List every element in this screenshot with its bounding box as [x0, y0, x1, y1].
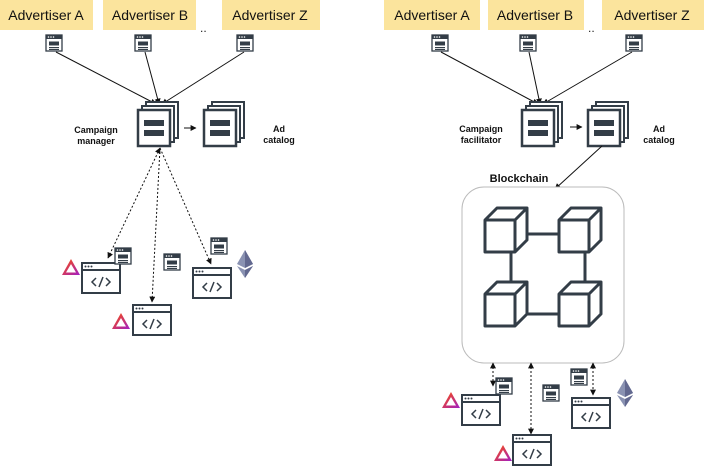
dotted-link-manager-client-3 — [159, 147, 212, 265]
advertiser-a-label: Advertiser A — [8, 7, 84, 23]
ad-catalog-label-line2-right: catalog — [643, 135, 675, 145]
ad-window-icon — [570, 368, 588, 386]
arrow-advertiser-b-to-manager — [144, 51, 161, 105]
blockchain-title: Blockchain — [490, 173, 549, 185]
ad-window-icon — [210, 237, 228, 255]
ad-window-icon — [519, 34, 537, 52]
code-window-icon — [571, 397, 611, 429]
advertiser-b-box-right: Advertiser B — [488, 0, 584, 30]
code-window-icon — [81, 262, 121, 294]
advertiser-z-label: Advertiser Z — [232, 7, 308, 23]
arrow-advertiser-z-to-facilitator — [542, 51, 633, 105]
document-stack-icon — [520, 100, 564, 148]
advertiser-z-box-right: Advertiser Z — [602, 0, 704, 30]
advertiser-b-label: Advertiser B — [112, 7, 188, 23]
campaign-manager-label-line2: manager — [77, 136, 115, 146]
advertiser-z-label-right: Advertiser Z — [614, 7, 690, 23]
document-stack-icon — [202, 100, 246, 148]
arrow-advertiser-a-to-facilitator — [440, 51, 539, 105]
document-stack-icon — [136, 100, 180, 148]
advertiser-a-box-right: Advertiser A — [384, 0, 480, 30]
brave-icon — [494, 445, 512, 461]
ad-window-icon — [45, 34, 63, 52]
advertiser-b-box: Advertiser B — [103, 0, 196, 30]
advertiser-a-box: Advertiser A — [0, 0, 93, 30]
ad-window-icon — [163, 253, 181, 271]
ethereum-icon — [617, 379, 633, 407]
ad-catalog-label-line1-right: Ad — [653, 124, 665, 134]
brave-icon — [112, 313, 130, 329]
ad-window-icon — [236, 34, 254, 52]
ad-window-icon — [431, 34, 449, 52]
advertiser-ellipsis-right: .. — [588, 21, 595, 35]
brave-icon — [442, 392, 460, 408]
advertiser-ellipsis: .. — [200, 21, 207, 35]
ad-window-icon — [114, 247, 132, 265]
ethereum-icon — [237, 250, 253, 278]
advertiser-z-box: Advertiser Z — [222, 0, 320, 30]
ad-window-icon — [495, 377, 513, 395]
blockchain-box — [461, 186, 625, 364]
document-stack-icon — [586, 100, 630, 148]
ad-window-icon — [134, 34, 152, 52]
ad-catalog-label-line2: catalog — [263, 135, 295, 145]
campaign-facilitator-label-line2: facilitator — [461, 135, 502, 145]
code-window-icon — [192, 267, 232, 299]
brave-icon — [62, 259, 80, 275]
campaign-facilitator-label-line1: Campaign — [459, 124, 503, 134]
ad-window-icon — [625, 34, 643, 52]
ad-catalog-label-line1: Ad — [273, 124, 285, 134]
advertiser-a-label-right: Advertiser A — [394, 7, 470, 23]
advertiser-b-label-right: Advertiser B — [497, 7, 573, 23]
arrow-advertiser-a-to-manager — [55, 51, 157, 105]
code-window-icon — [512, 434, 552, 466]
campaign-manager-label-line1: Campaign — [74, 125, 118, 135]
ad-window-icon — [542, 384, 560, 402]
arrow-advertiser-b-to-facilitator — [528, 51, 542, 105]
arrow-catalog-to-blockchain — [554, 145, 603, 190]
code-window-icon — [461, 394, 501, 426]
dotted-link-manager-client-2 — [149, 147, 161, 303]
dotted-link-manager-client-1 — [107, 147, 161, 259]
arrow-advertiser-z-to-manager — [161, 51, 245, 105]
code-window-icon — [132, 304, 172, 336]
blockchain-cubes-icon — [483, 206, 603, 328]
